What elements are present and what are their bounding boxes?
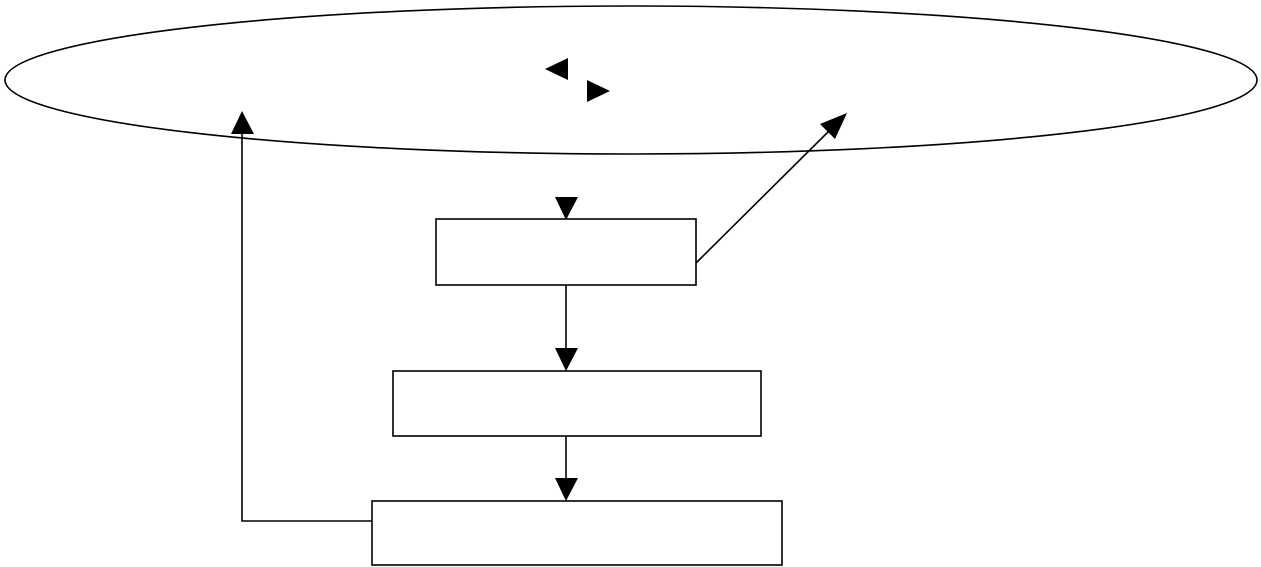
right-triangle-icon bbox=[587, 80, 610, 102]
arrow-down-icon bbox=[555, 478, 578, 501]
arrow-top-box-to-ellipse bbox=[695, 113, 847, 264]
cycle-ellipse bbox=[4, 5, 1258, 155]
top-box bbox=[435, 218, 697, 286]
arrow-bottom-to-ellipse bbox=[231, 111, 372, 522]
arrow-ellipse-to-top-box bbox=[555, 197, 578, 220]
bottom-box bbox=[371, 500, 783, 566]
middle-box bbox=[392, 370, 762, 437]
arrow-up-icon bbox=[231, 111, 254, 134]
arrow-down-icon bbox=[555, 348, 578, 371]
arrow-middle-to-bottom bbox=[555, 436, 578, 501]
arrow-down-icon bbox=[555, 197, 578, 220]
arrow-up-right-icon bbox=[820, 113, 847, 139]
arrow-top-to-middle bbox=[555, 285, 578, 371]
left-triangle-icon bbox=[545, 58, 568, 80]
